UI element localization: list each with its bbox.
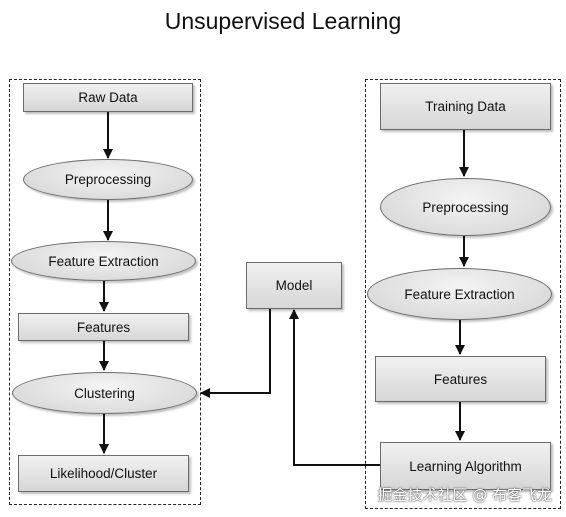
features-box: Features xyxy=(18,313,189,341)
likelihood-cluster-label: Likelihood/Cluster xyxy=(49,466,158,481)
training-data-label: Training Data xyxy=(425,99,506,114)
diagram-title: Unsupervised Learning xyxy=(164,8,402,34)
model-box: Model xyxy=(246,262,342,309)
clustering-label: Clustering xyxy=(74,385,135,401)
raw-data-box: Raw Data xyxy=(23,83,193,112)
learning-algorithm-box: Learning Algorithm xyxy=(380,442,551,490)
preprocessing-ellipse: Preprocessing xyxy=(23,159,193,200)
model-label: Model xyxy=(275,278,313,293)
feature-extraction-ellipse: Feature Extraction xyxy=(11,241,196,281)
features-label-right: Features xyxy=(433,371,488,387)
watermark-text: 掘金技术社区 @ 布客飞龙 xyxy=(377,486,552,504)
clustering-ellipse: Clustering xyxy=(12,372,197,414)
features-label: Features xyxy=(76,319,131,335)
arrow-model-to-clustering xyxy=(200,309,271,398)
left-pipeline-panel xyxy=(9,79,201,505)
feature-extraction-ellipse-right: Feature Extraction xyxy=(367,268,552,320)
preprocessing-label: Preprocessing xyxy=(64,172,152,187)
features-box-right: Features xyxy=(375,356,546,402)
right-pipeline-panel xyxy=(365,79,561,509)
feature-extraction-label: Feature Extraction xyxy=(48,253,159,269)
feature-extraction-label-right: Feature Extraction xyxy=(404,286,515,302)
raw-data-label: Raw Data xyxy=(78,90,138,105)
learning-algorithm-label: Learning Algorithm xyxy=(409,458,522,474)
preprocessing-label-right: Preprocessing xyxy=(422,199,509,215)
arrow-learning-algorithm-to-model xyxy=(289,309,380,466)
training-data-box: Training Data xyxy=(380,83,551,130)
likelihood-cluster-box: Likelihood/Cluster xyxy=(18,455,189,492)
preprocessing-ellipse-right: Preprocessing xyxy=(380,178,551,236)
